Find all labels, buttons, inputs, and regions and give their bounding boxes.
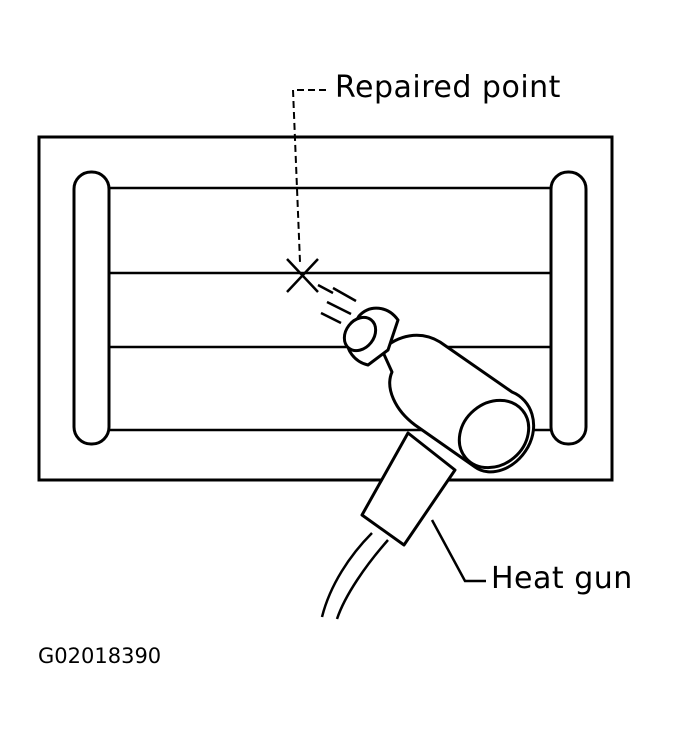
repaired-point-label: Repaired point bbox=[335, 70, 561, 105]
heat-gun-rear-cap bbox=[446, 386, 543, 481]
hot-air-dashes bbox=[318, 285, 356, 323]
heat-gun-cord bbox=[322, 533, 388, 619]
figure-id-label: G02018390 bbox=[38, 644, 162, 668]
rear-window-glass bbox=[39, 137, 612, 480]
heat-gun-leader bbox=[432, 520, 486, 581]
heat-gun-nozzle-tip bbox=[338, 311, 382, 357]
right-bus-bar bbox=[551, 172, 586, 444]
left-bus-bar bbox=[74, 172, 109, 444]
heat-gun-label: Heat gun bbox=[491, 561, 633, 596]
repaired-point-leader bbox=[293, 90, 326, 262]
heat-gun-handle bbox=[362, 433, 455, 545]
repaired-point-marker bbox=[287, 259, 318, 292]
